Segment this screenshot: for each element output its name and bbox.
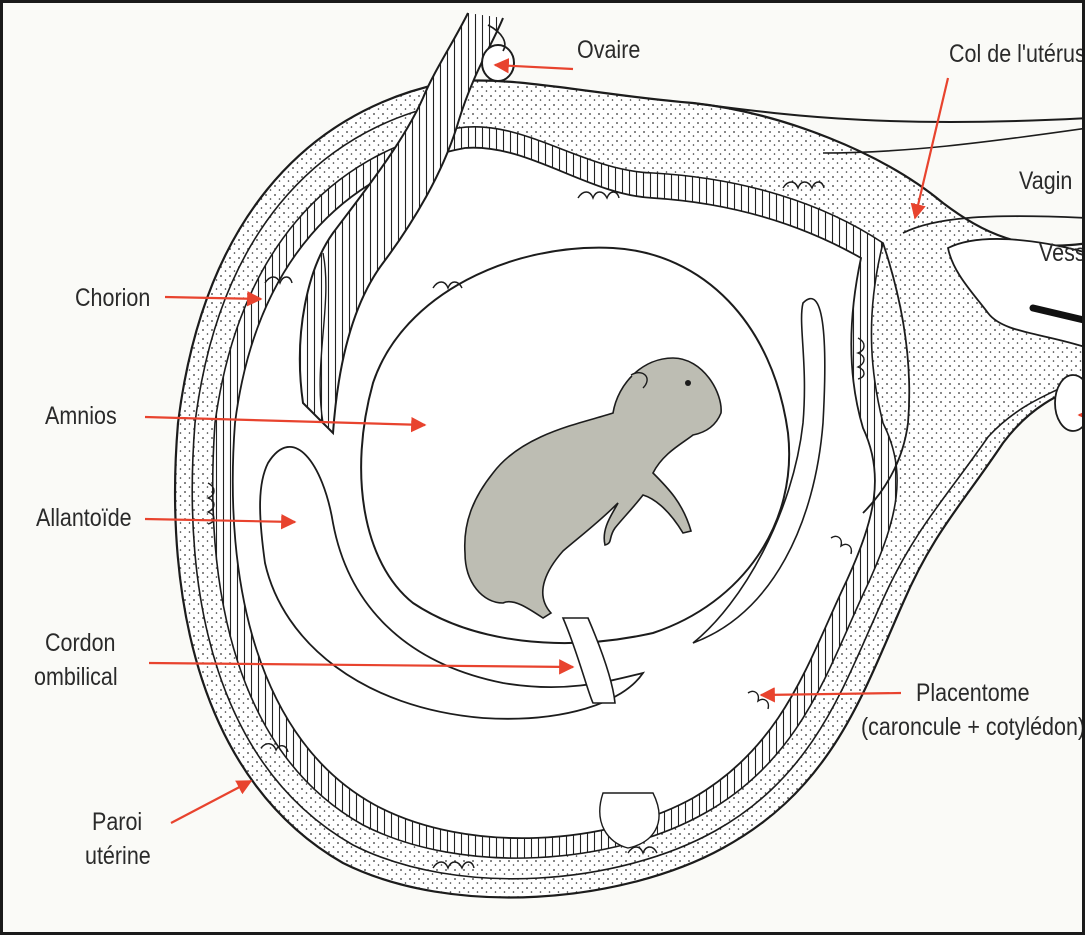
label-vessie: Vessi xyxy=(1039,238,1085,268)
label-allantoide: Allantoïde xyxy=(36,503,132,533)
arrow-paroi xyxy=(171,781,251,823)
label-amnios: Amnios xyxy=(45,401,117,431)
label-cordon-line2: ombilical xyxy=(34,662,118,692)
label-chorion: Chorion xyxy=(75,283,150,313)
label-vagin: Vagin xyxy=(1019,166,1072,196)
uterus-diagram xyxy=(3,3,1085,935)
label-placentome-line2: (caroncule + cotylédon) xyxy=(861,712,1085,742)
label-cordon-line1: Cordon xyxy=(45,628,116,658)
label-paroi-line1: Paroi xyxy=(92,807,142,837)
label-paroi-line2: utérine xyxy=(85,841,151,871)
label-placentome-line1: Placentome xyxy=(916,678,1030,708)
label-ovaire: Ovaire xyxy=(577,35,640,65)
label-col-uterus: Col de l'utérus xyxy=(949,39,1085,69)
